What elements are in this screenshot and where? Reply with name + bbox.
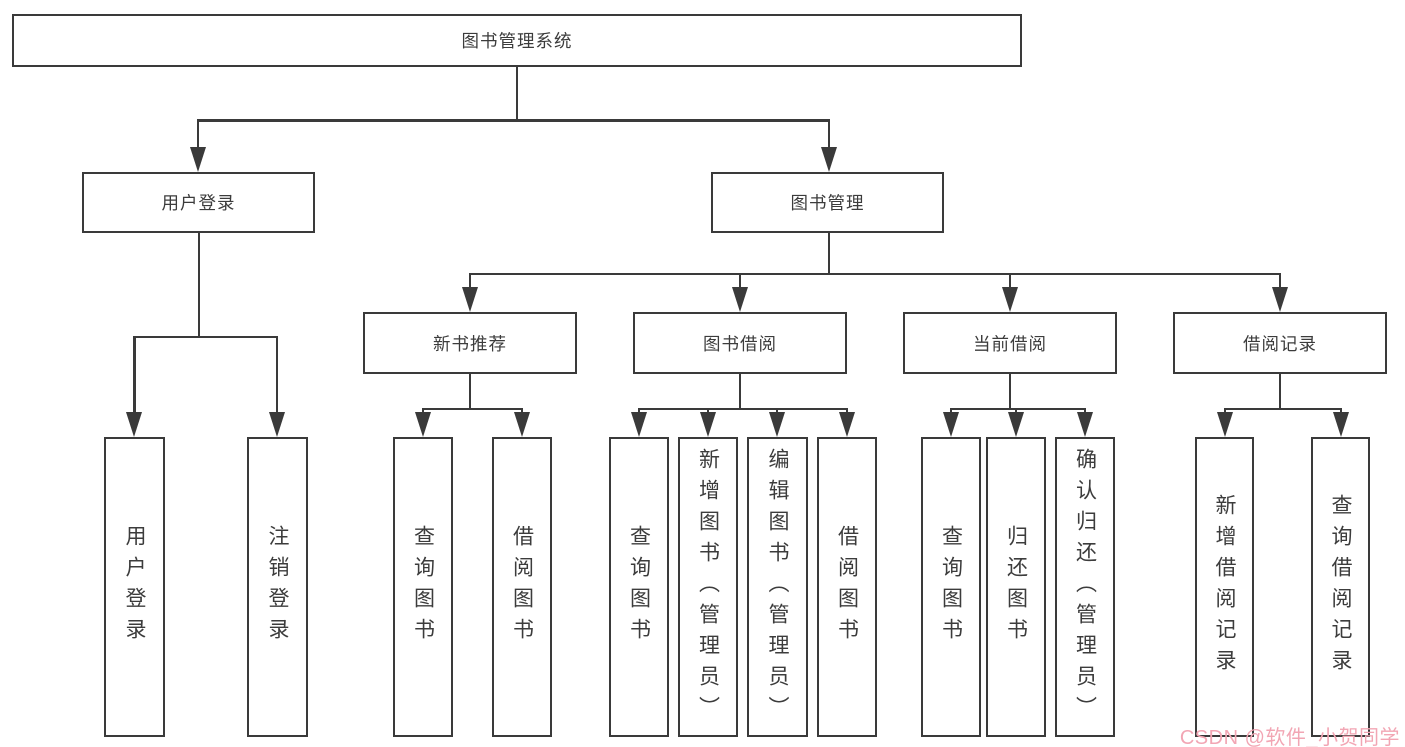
node-library-system-label: 图书管理系统 [461,31,573,51]
leaf-logout-label: 注销登录 [266,525,289,649]
leaf-record-query-borrow-record: 查询借阅记录 [1311,437,1370,737]
leaf-current-confirm-return-admin-label: 确认归还（管理员） [1073,447,1097,727]
connector-stub [133,336,136,414]
connector-stub [1008,273,1012,289]
node-book-manage-label: 图书管理 [790,193,865,213]
leaf-current-query-book: 查询图书 [921,437,981,737]
leaf-current-query-book-label: 查询图书 [939,525,963,649]
leaf-user-login-label: 用户登录 [123,525,146,649]
connector-arm [951,407,1085,410]
connector-stub [827,120,831,150]
connector-stem [1278,374,1282,409]
node-current-borrow-label: 当前借阅 [973,333,1047,354]
leaf-record-query-borrow-record-label: 查询借阅记录 [1329,494,1352,680]
arrowhead-down-icon [1001,287,1018,312]
arrowhead-down-icon [820,147,837,172]
connector-stem [738,374,742,409]
leaf-borrow-borrow-book-label: 借阅图书 [835,525,859,649]
leaf-recommend-query-book: 查询图书 [393,437,453,737]
arrowhead-down-icon [768,412,785,437]
node-new-book-recommend: 新书推荐 [363,312,577,374]
connector-arm [134,335,278,338]
node-book-borrow-label: 图书借阅 [703,333,777,354]
connector-stub [1278,273,1282,289]
connector-stub [275,336,279,414]
arrowhead-down-icon [838,412,855,437]
connector-stem [827,233,831,274]
leaf-recommend-borrow-book-label: 借阅图书 [510,525,534,649]
connector-arm [423,407,522,410]
connector-arm [470,272,1280,275]
leaf-current-confirm-return-admin: 确认归还（管理员） [1055,437,1115,737]
connector-stem [515,67,519,121]
leaf-logout: 注销登录 [247,437,308,737]
leaf-record-add-borrow-record: 新增借阅记录 [1195,437,1254,737]
leaf-recommend-borrow-book: 借阅图书 [492,437,552,737]
leaf-borrow-borrow-book: 借阅图书 [817,437,877,737]
node-book-borrow: 图书借阅 [633,312,847,374]
arrowhead-down-icon [699,412,716,437]
node-borrow-record-label: 借阅记录 [1243,333,1317,354]
csdn-watermark: CSDN @软件_小贺同学 [1179,727,1400,747]
arrowhead-down-icon [1271,287,1288,312]
arrowhead-down-icon [126,412,142,437]
leaf-current-return-book-label: 归还图书 [1004,525,1028,649]
arrowhead-down-icon [461,287,478,312]
leaf-recommend-query-book-label: 查询图书 [411,525,435,649]
arrowhead-down-icon [1007,412,1024,437]
leaf-borrow-edit-book-admin-label: 编辑图书（管理员） [766,447,789,727]
arrowhead-down-icon [268,412,285,437]
connector-stub [738,273,742,289]
leaf-borrow-add-book-admin-label: 新增图书（管理员） [696,447,720,727]
node-user-login: 用户登录 [82,172,315,233]
node-book-manage: 图书管理 [711,172,944,233]
connector-stem [197,233,201,337]
connector-stub [468,273,472,289]
leaf-borrow-add-book-admin: 新增图书（管理员） [678,437,738,737]
arrowhead-down-icon [513,412,530,437]
node-current-borrow: 当前借阅 [903,312,1117,374]
arrowhead-down-icon [731,287,748,312]
leaf-record-add-borrow-record-label: 新增借阅记录 [1213,494,1236,680]
leaf-user-login: 用户登录 [104,437,165,737]
connector-stem [468,374,472,409]
connector-stem [1008,374,1012,409]
connector-stub [196,120,200,150]
arrowhead-down-icon [189,147,206,172]
arrowhead-down-icon [1076,412,1093,437]
leaf-borrow-edit-book-admin: 编辑图书（管理员） [747,437,808,737]
node-borrow-record: 借阅记录 [1173,312,1387,374]
node-new-book-recommend-label: 新书推荐 [433,333,507,354]
connector-arm [1225,407,1341,410]
arrowhead-down-icon [414,412,431,437]
arrowhead-down-icon [1216,412,1233,437]
node-user-login-label: 用户登录 [161,193,236,213]
arrowhead-down-icon [630,412,647,437]
connector-arm [197,119,830,122]
arrowhead-down-icon [942,412,959,437]
node-library-system: 图书管理系统 [12,14,1022,67]
leaf-borrow-query-book: 查询图书 [609,437,669,737]
leaf-current-return-book: 归还图书 [986,437,1046,737]
arrowhead-down-icon [1332,412,1349,437]
connector-arm [639,407,847,410]
leaf-borrow-query-book-label: 查询图书 [627,525,651,649]
